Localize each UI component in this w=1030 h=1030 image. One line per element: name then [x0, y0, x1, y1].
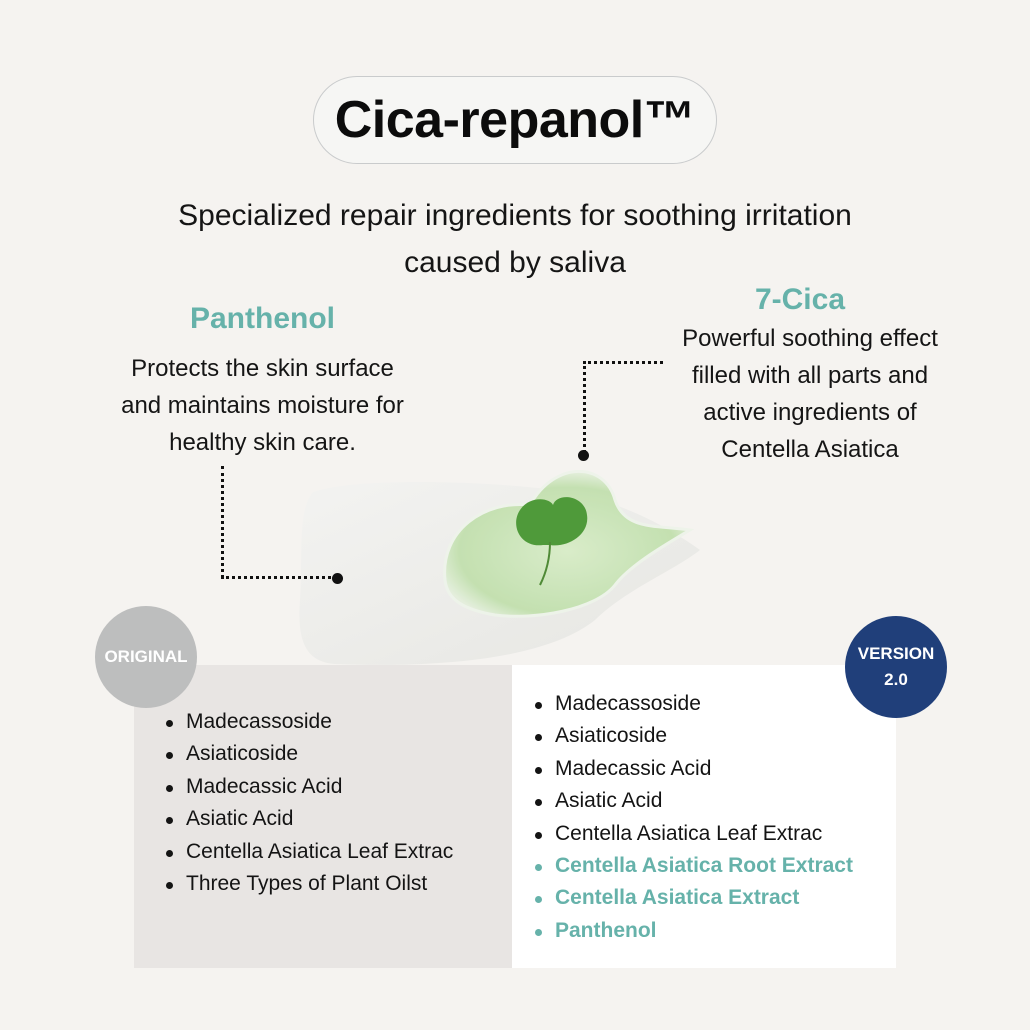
list-item: Madecassic Acid [164, 771, 453, 803]
cica-desc-line: Powerful soothing effect [682, 325, 938, 352]
version-badge: VERSION 2.0 [845, 616, 947, 718]
panthenol-title: Panthenol [189, 302, 335, 335]
cica-callout-line-vertical [583, 361, 586, 453]
list-item: Madecassoside [164, 706, 453, 738]
list-item: Asiatic Acid [164, 803, 453, 835]
list-item: Centella Asiatica Leaf Extrac [164, 836, 453, 868]
original-panel: Madecassoside Asiaticoside Madecassic Ac… [134, 665, 512, 968]
list-item: Asiaticoside [533, 720, 853, 752]
new-ingredient-item: Centella Asiatica Extract [533, 882, 853, 914]
new-ingredient-item: Panthenol [533, 915, 853, 947]
cica-description: Powerful soothing effect filled with all… [640, 320, 980, 468]
centella-leaf-icon [516, 497, 588, 586]
title-pill: Cica-repanol™ [313, 76, 717, 164]
cica-callout-dot [578, 450, 589, 461]
cream-gel-swatch-image [299, 470, 700, 665]
cica-desc-line: Centella Asiatica [721, 436, 899, 463]
cica-callout-line-horizontal [583, 361, 663, 364]
panthenol-callout-line-vertical [221, 466, 224, 578]
list-item: Asiaticoside [164, 738, 453, 770]
panthenol-callout-line-horizontal [221, 576, 336, 579]
original-badge: ORIGINAL [95, 606, 197, 708]
version-panel: Madecassoside Asiaticoside Madecassic Ac… [512, 665, 896, 968]
gel-drop [443, 470, 695, 618]
new-ingredient-item: Centella Asiatica Root Extract [533, 850, 853, 882]
list-item: Asiatic Acid [533, 785, 853, 817]
list-item: Madecassoside [533, 688, 853, 720]
subtitle-line-1: Specialized repair ingredients for sooth… [178, 199, 852, 232]
original-ingredient-list: Madecassoside Asiaticoside Madecassic Ac… [164, 706, 453, 900]
panthenol-desc-line: and maintains moisture for [121, 392, 404, 419]
cica-title: 7-Cica [754, 283, 846, 316]
cica-desc-line: active ingredients of [703, 399, 917, 426]
list-item: Three Types of Plant Oilst [164, 868, 453, 900]
version-ingredient-list: Madecassoside Asiaticoside Madecassic Ac… [533, 688, 853, 947]
panthenol-callout-dot [332, 573, 343, 584]
panthenol-description: Protects the skin surface and maintains … [90, 350, 435, 461]
list-item: Madecassic Acid [533, 753, 853, 785]
list-item: Centella Asiatica Leaf Extrac [533, 818, 853, 850]
page-title: Cica-repanol™ [334, 91, 696, 149]
version-badge-line-2: 2.0 [884, 670, 908, 689]
panthenol-desc-line: healthy skin care. [169, 429, 356, 456]
subtitle: Specialized repair ingredients for sooth… [100, 192, 930, 286]
panthenol-desc-line: Protects the skin surface [131, 355, 394, 382]
version-badge-line-1: VERSION [857, 644, 935, 663]
cica-desc-line: filled with all parts and [691, 362, 929, 389]
original-badge-label: ORIGINAL [104, 647, 188, 666]
subtitle-line-2: caused by saliva [404, 246, 626, 279]
